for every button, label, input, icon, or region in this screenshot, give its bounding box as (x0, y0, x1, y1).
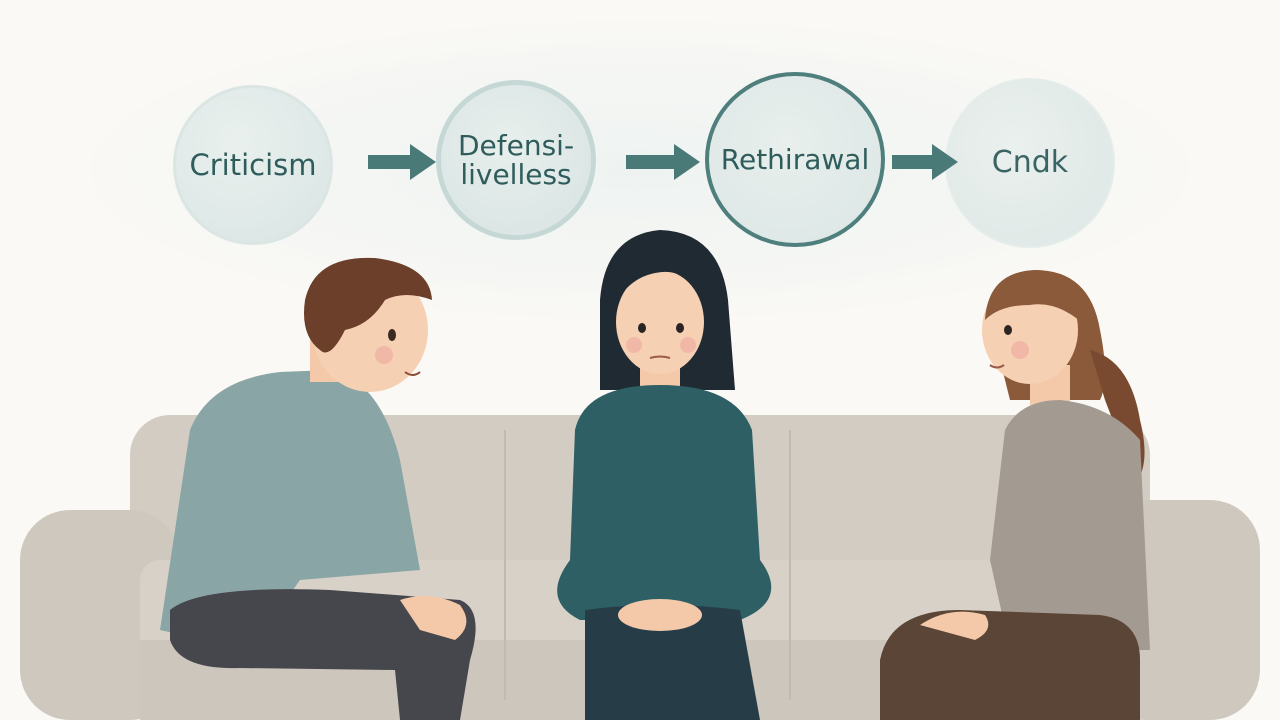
step-label: Cndk (991, 145, 1069, 181)
arrow-right-icon (368, 144, 436, 180)
step-contempt: Cndk (945, 78, 1115, 248)
arrow-right-icon (892, 144, 958, 180)
step-label: Defensi- livelless (457, 128, 575, 191)
conflict-flow: Criticism Defensi- livelless Rethirawal … (0, 0, 1280, 260)
step-criticism: Criticism (173, 85, 333, 245)
arrow-right-icon (626, 144, 700, 180)
person-middle (557, 230, 772, 720)
step-defensiveness: Defensi- livelless (436, 80, 596, 240)
person-left (160, 257, 476, 720)
step-label: Criticism (189, 147, 317, 182)
person-right (880, 270, 1150, 720)
step-label: Rethirawal (720, 142, 870, 176)
step-withdrawal: Rethirawal (705, 72, 885, 247)
